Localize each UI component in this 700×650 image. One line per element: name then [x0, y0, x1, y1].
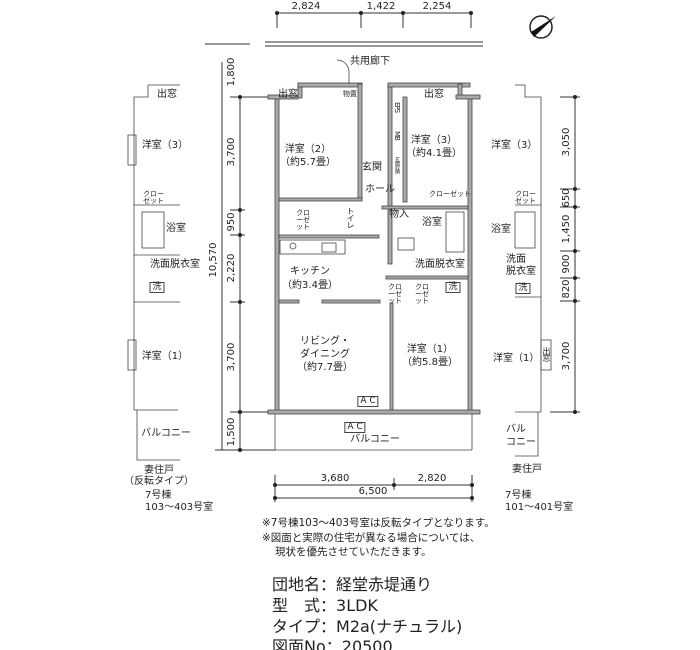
- dim-bottom-1: 3,680: [320, 473, 350, 484]
- room-living-1: リビング・: [300, 336, 350, 347]
- right-closet: クローゼット: [515, 190, 536, 205]
- right-bay-window: 出窓: [542, 347, 551, 361]
- right-building: 7号棟: [505, 490, 532, 501]
- right-western1: 洋室（1）: [493, 353, 540, 364]
- dim-right-6: 3,700: [561, 341, 572, 371]
- dim-left-4: 2,220: [226, 253, 237, 283]
- dim-left-2: 3,700: [226, 137, 237, 167]
- closet-label: クローゼット: [415, 283, 429, 305]
- left-bay-window: 出窓: [157, 89, 177, 100]
- info-model-label: 型 式：: [272, 596, 337, 615]
- right-washroom-2: 脱衣室: [506, 266, 536, 277]
- info-type-label: タイプ：: [272, 617, 337, 636]
- left-western1: 洋室（1）: [141, 351, 189, 362]
- left-washroom: 洗面脱衣室: [150, 259, 200, 270]
- info-complex-value: 経堂赤堤通り: [336, 575, 433, 594]
- room-washroom: 洗面脱衣室: [415, 259, 465, 270]
- info-drawing: 図面No：20500: [272, 633, 393, 650]
- dim-bottom-2: 2,820: [417, 473, 447, 484]
- note-3: 現状を優先させていただきます。: [275, 546, 432, 558]
- dim-top-2: 1,422: [366, 1, 396, 12]
- dim-right-4: 900: [561, 254, 572, 274]
- bay-window-label: 出窓: [278, 89, 298, 100]
- room-western3: 洋室（3）: [410, 135, 458, 146]
- dim-right-5: 820: [561, 279, 572, 299]
- info-complex: 団地名：経堂赤堤通り: [272, 571, 432, 595]
- left-closet: クローゼット: [143, 190, 164, 205]
- dim-left-6: 1,500: [226, 417, 237, 447]
- dim-left-total: 10,570: [208, 242, 219, 278]
- info-model: 型 式：3LDK: [272, 592, 378, 616]
- left-caption-2: （反転タイプ）: [124, 476, 194, 487]
- dim-bottom-total: 6,500: [358, 486, 388, 497]
- info-type: タイプ：M2a(ナチュラル): [272, 613, 462, 637]
- closet-label: クローゼット: [296, 209, 310, 231]
- compass-icon: [529, 15, 556, 39]
- left-caption-1: 妻住戸: [144, 465, 174, 476]
- entrance-label: 玄関: [362, 162, 382, 173]
- dim-right-2: 650: [561, 188, 572, 208]
- room-kitchen: キッチン: [290, 266, 330, 277]
- room-western2-size: （約5.7畳）: [280, 157, 336, 168]
- dim-left-1: 1,800: [226, 57, 237, 87]
- dim-right-1: 3,050: [561, 127, 572, 157]
- room-western2: 洋室（2）: [284, 144, 332, 155]
- info-drawing-label: 図面No：: [272, 637, 342, 650]
- note-2: ※図面と実際の住宅が異なる場合については、: [262, 532, 481, 544]
- mb-label: MB: [393, 131, 401, 140]
- bay-window-label: 出窓: [424, 89, 444, 100]
- dim-top-3: 2,254: [422, 1, 452, 12]
- closet-label: クローゼット: [429, 190, 471, 198]
- right-balcony-2: コニー: [506, 437, 536, 448]
- right-rooms: 101～401号室: [505, 502, 574, 513]
- corridor-label: 共用廊下: [350, 56, 390, 67]
- right-caption: 妻住戸: [512, 464, 542, 475]
- room-kitchen-size: （約3.4畳）: [282, 280, 338, 291]
- left-rooms: 103～403号室: [145, 502, 214, 513]
- right-balcony-1: バル: [506, 424, 526, 435]
- washer-icon: 洗: [445, 282, 461, 293]
- left-washer-icon: 洗: [149, 282, 165, 293]
- left-bath: 浴室: [166, 223, 186, 234]
- storage-label: 物入: [389, 209, 409, 220]
- left-building: 7号棟: [145, 490, 172, 501]
- toilet-label: トイレ: [346, 207, 355, 228]
- right-bath: 浴室: [491, 224, 511, 235]
- hall-label: ホール: [365, 184, 395, 195]
- info-type-value: M2a(ナチュラル): [336, 617, 463, 636]
- room-living-size: （約7.7畳）: [297, 362, 353, 373]
- entrance-storage-label: 玄関収納: [394, 157, 400, 173]
- room-western3-size: （約4.1畳）: [406, 148, 462, 159]
- dim-top-1: 2,824: [291, 1, 321, 12]
- room-western1: 洋室（1）: [406, 344, 454, 355]
- info-complex-label: 団地名：: [272, 575, 337, 594]
- closet-label: クローゼット: [388, 283, 402, 305]
- dim-left-5: 3,700: [226, 342, 237, 372]
- right-washroom-1: 洗面: [506, 254, 526, 265]
- left-balcony: バルコニー: [141, 428, 191, 439]
- dim-left-3: 950: [226, 212, 237, 232]
- right-western3: 洋室（3）: [491, 140, 538, 151]
- balcony-label: バルコニー: [350, 434, 400, 445]
- storage-small-label: 物置: [343, 90, 357, 98]
- note-1: ※7号棟103～403号室は反転タイプとなります。: [262, 517, 495, 529]
- room-western1-size: （約5.8畳）: [402, 357, 458, 368]
- room-living-2: ダイニング: [300, 349, 350, 360]
- info-model-value: 3LDK: [336, 596, 378, 615]
- left-western3: 洋室（3）: [141, 140, 189, 151]
- ac-outdoor-icon: A C: [344, 422, 366, 433]
- eps-label: EPS: [393, 102, 401, 113]
- bath-label: 浴室: [422, 217, 442, 228]
- dim-right-3: 1,450: [561, 214, 572, 244]
- info-drawing-value: 20500: [341, 637, 393, 650]
- right-washer-icon: 洗: [515, 283, 531, 294]
- ac-unit-icon: A C: [357, 396, 379, 407]
